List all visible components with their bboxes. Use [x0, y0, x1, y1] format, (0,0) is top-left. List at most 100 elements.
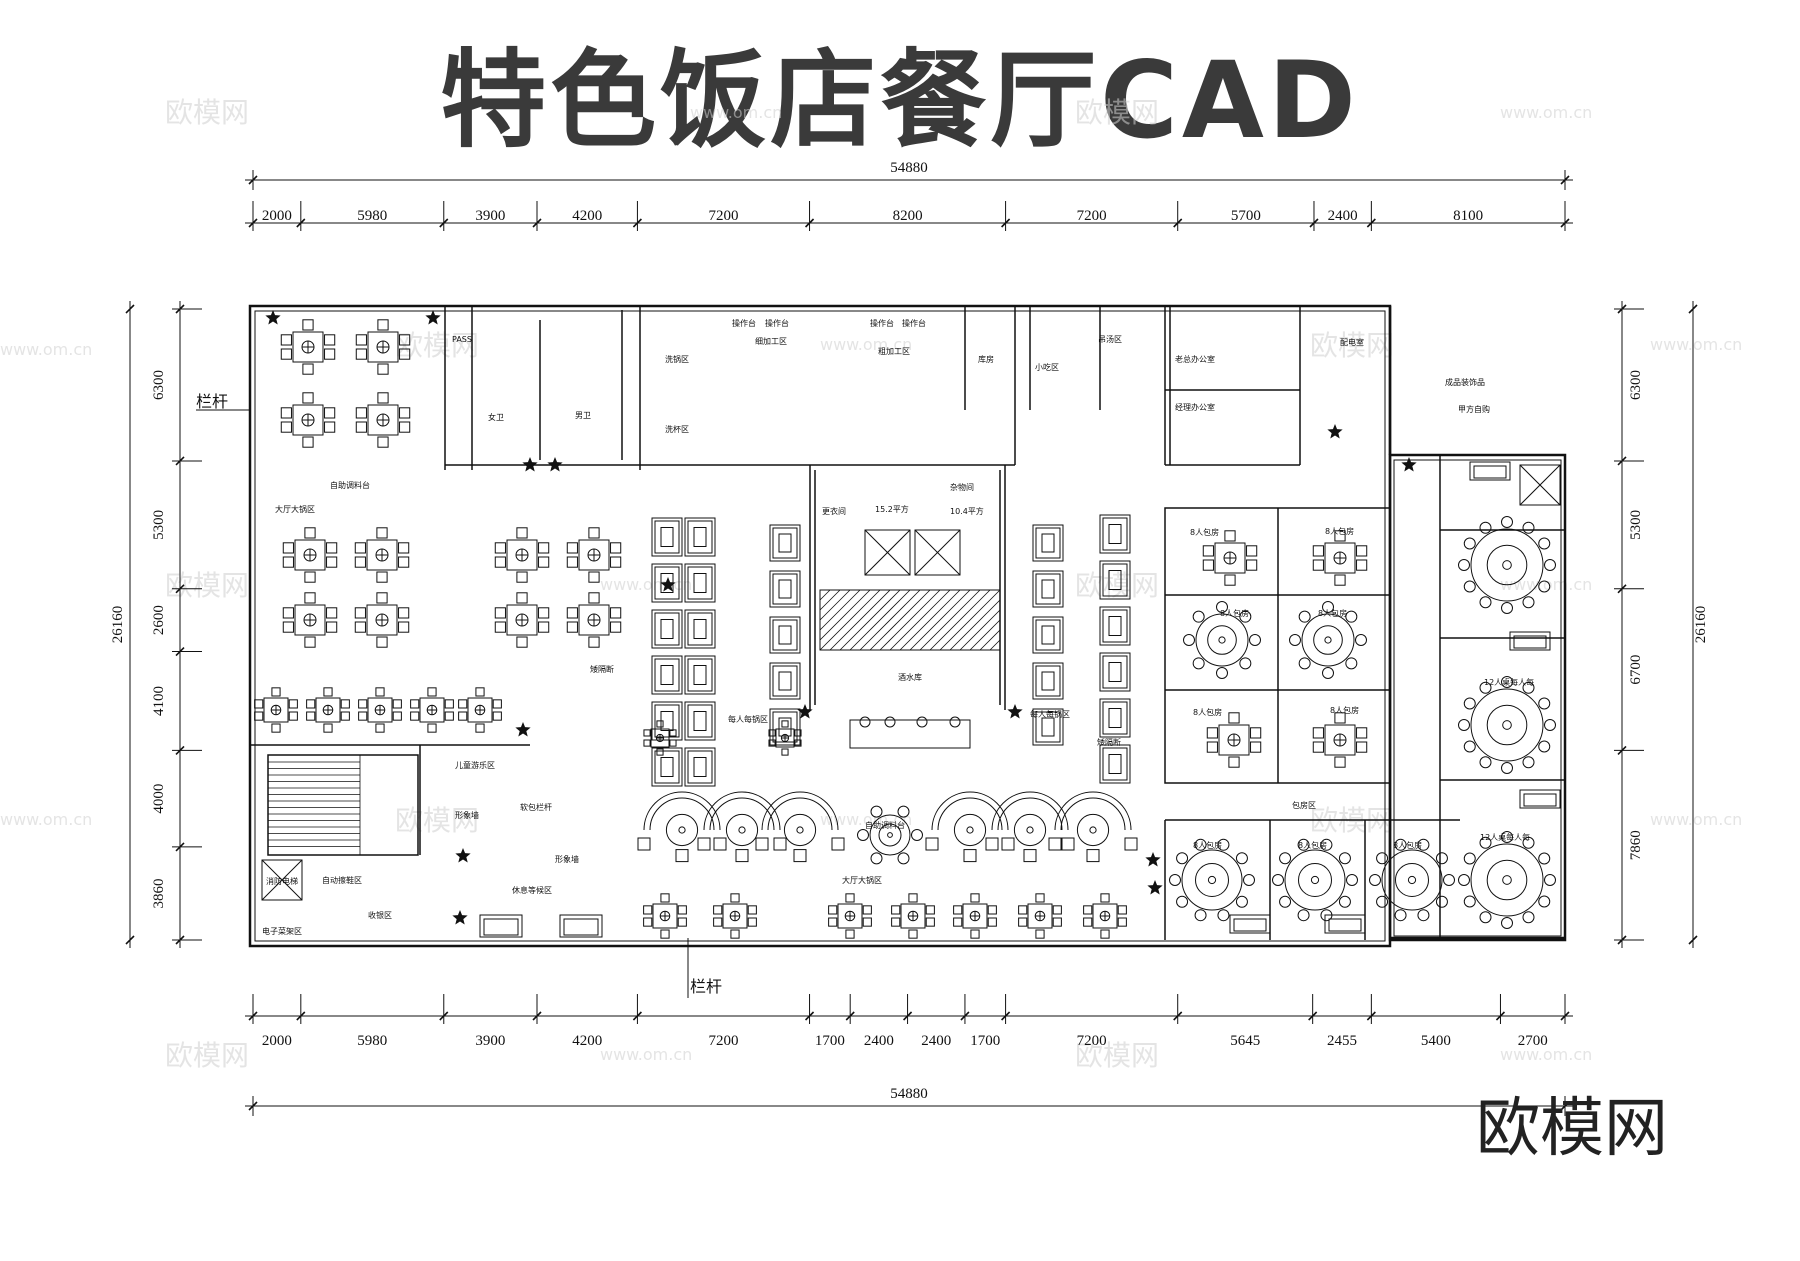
dimension-value: 5300 [151, 510, 167, 540]
label-kids: 儿童游乐区 [455, 760, 495, 770]
square-table [713, 893, 757, 939]
watermark-logo: 欧模网 [395, 329, 479, 362]
wine-display [884, 716, 896, 728]
dimension-value: 5980 [357, 1033, 387, 1049]
label-wash-pot: 洗锅区 [665, 354, 689, 364]
hotpot-booth [1032, 570, 1064, 608]
label-wine: 酒水库 [898, 672, 922, 682]
label-room8: 8人包房 [1193, 840, 1222, 850]
hotpot-booth [1032, 524, 1064, 562]
dimension-value: 8100 [1453, 208, 1483, 224]
sofa [479, 914, 523, 938]
square-table [566, 527, 622, 583]
label-room8: 8人包房 [1220, 608, 1249, 618]
label-snack: 小吃区 [1035, 362, 1059, 372]
square-table [1312, 530, 1368, 586]
dimension-value: 1700 [970, 1033, 1000, 1049]
watermark-logo: 欧模网 [1310, 329, 1394, 362]
sofa [1519, 789, 1561, 809]
hotpot-booth [1099, 744, 1131, 784]
watermark-url: www.om.cn [690, 103, 782, 122]
column-star [547, 457, 563, 472]
hotpot-booth [1099, 698, 1131, 738]
label-feature-wall: 形象墙 [555, 854, 579, 864]
hotpot-booth [1099, 606, 1131, 646]
label-finished-goods: 成品装饰品 [1445, 377, 1485, 387]
round-table [1458, 676, 1556, 774]
label-buffet2: 自助调料台 [865, 820, 905, 830]
booth-round [1048, 791, 1138, 863]
dimension-value: 3900 [475, 1033, 505, 1049]
label-partition: 矮隔断 [1097, 737, 1121, 747]
column-star [660, 577, 676, 592]
hotpot-booth [651, 747, 683, 787]
label-railing: 栏杆 [196, 392, 228, 411]
label-storage: 库房 [978, 354, 994, 364]
round-table [1289, 601, 1367, 679]
label-room8: 8人包房 [1298, 840, 1327, 850]
sofa [1324, 914, 1366, 934]
watermark-url: www.om.cn [1500, 575, 1592, 594]
label-rough-area2: 粗加工区 [878, 346, 910, 356]
square-table [1206, 712, 1262, 768]
label-female-wc: 女卫 [488, 412, 504, 422]
square-table [494, 527, 550, 583]
dimension-value: 5645 [1230, 1033, 1260, 1049]
dimension-value: 3900 [475, 208, 505, 224]
square-table [643, 720, 677, 756]
hotpot-booth [1032, 616, 1064, 654]
dimension-value: 26160 [110, 606, 126, 644]
square-table [280, 392, 336, 448]
label-male-wc: 男卫 [575, 411, 591, 420]
column-star [522, 457, 538, 472]
railing-leaders [196, 409, 689, 998]
column-star [1147, 880, 1163, 895]
square-table [280, 319, 336, 375]
dimension-value: 6300 [1628, 370, 1644, 400]
hotpot-booth [684, 609, 716, 649]
dimension-value: 5300 [1628, 510, 1644, 540]
dimension-value: 4200 [572, 1033, 602, 1049]
sofa [1229, 914, 1271, 934]
square-table [1018, 893, 1062, 939]
dimension-value: 2400 [864, 1033, 894, 1049]
hotpot-booth [769, 524, 801, 562]
watermark-logo: 欧模网 [165, 569, 249, 602]
dimension-value: 4000 [151, 784, 167, 814]
square-table [458, 687, 502, 733]
stair-treads [268, 755, 361, 855]
square-table [282, 527, 338, 583]
hotpot-booth [1099, 560, 1131, 600]
square-table [1083, 893, 1127, 939]
dimension-lines [125, 170, 1698, 1116]
watermark-logo: 欧模网 [165, 96, 249, 129]
square-table [410, 687, 454, 733]
label-sundry-area: 10.4平方 [950, 506, 984, 516]
round-table [857, 805, 923, 865]
label-locker: 更衣间 [822, 506, 846, 516]
hotpot-booth [684, 747, 716, 787]
sofa [1509, 631, 1551, 651]
square-table [494, 592, 550, 648]
label-work-table: 操作台 [870, 318, 894, 328]
watermark-logo: 欧模网 [395, 804, 479, 837]
dimension-value: 2000 [262, 1033, 292, 1049]
dimension-value: 3860 [151, 878, 167, 908]
watermark-url: www.om.cn [1650, 335, 1742, 354]
dimension-value: 5700 [1231, 208, 1261, 224]
label-work-table: 操作台 [732, 318, 756, 328]
dimension-value: 54880 [890, 1086, 928, 1102]
label-partition: 矮隔断 [590, 664, 614, 674]
column-star [1007, 704, 1023, 719]
booth-round [637, 791, 727, 863]
storage-hatch [819, 589, 1001, 651]
label-hall-hotpot: 大厅大锅区 [842, 875, 882, 885]
round-table [1183, 601, 1261, 679]
label-power-room: 配电室 [1340, 337, 1364, 347]
round-table [1458, 831, 1556, 929]
label-shoe: 自动擦鞋区 [322, 875, 362, 885]
label-railing: 栏杆 [690, 977, 722, 996]
hotpot-booth [1032, 662, 1064, 700]
label-lobby-hotpot: 大厅大锅区 [275, 504, 315, 514]
